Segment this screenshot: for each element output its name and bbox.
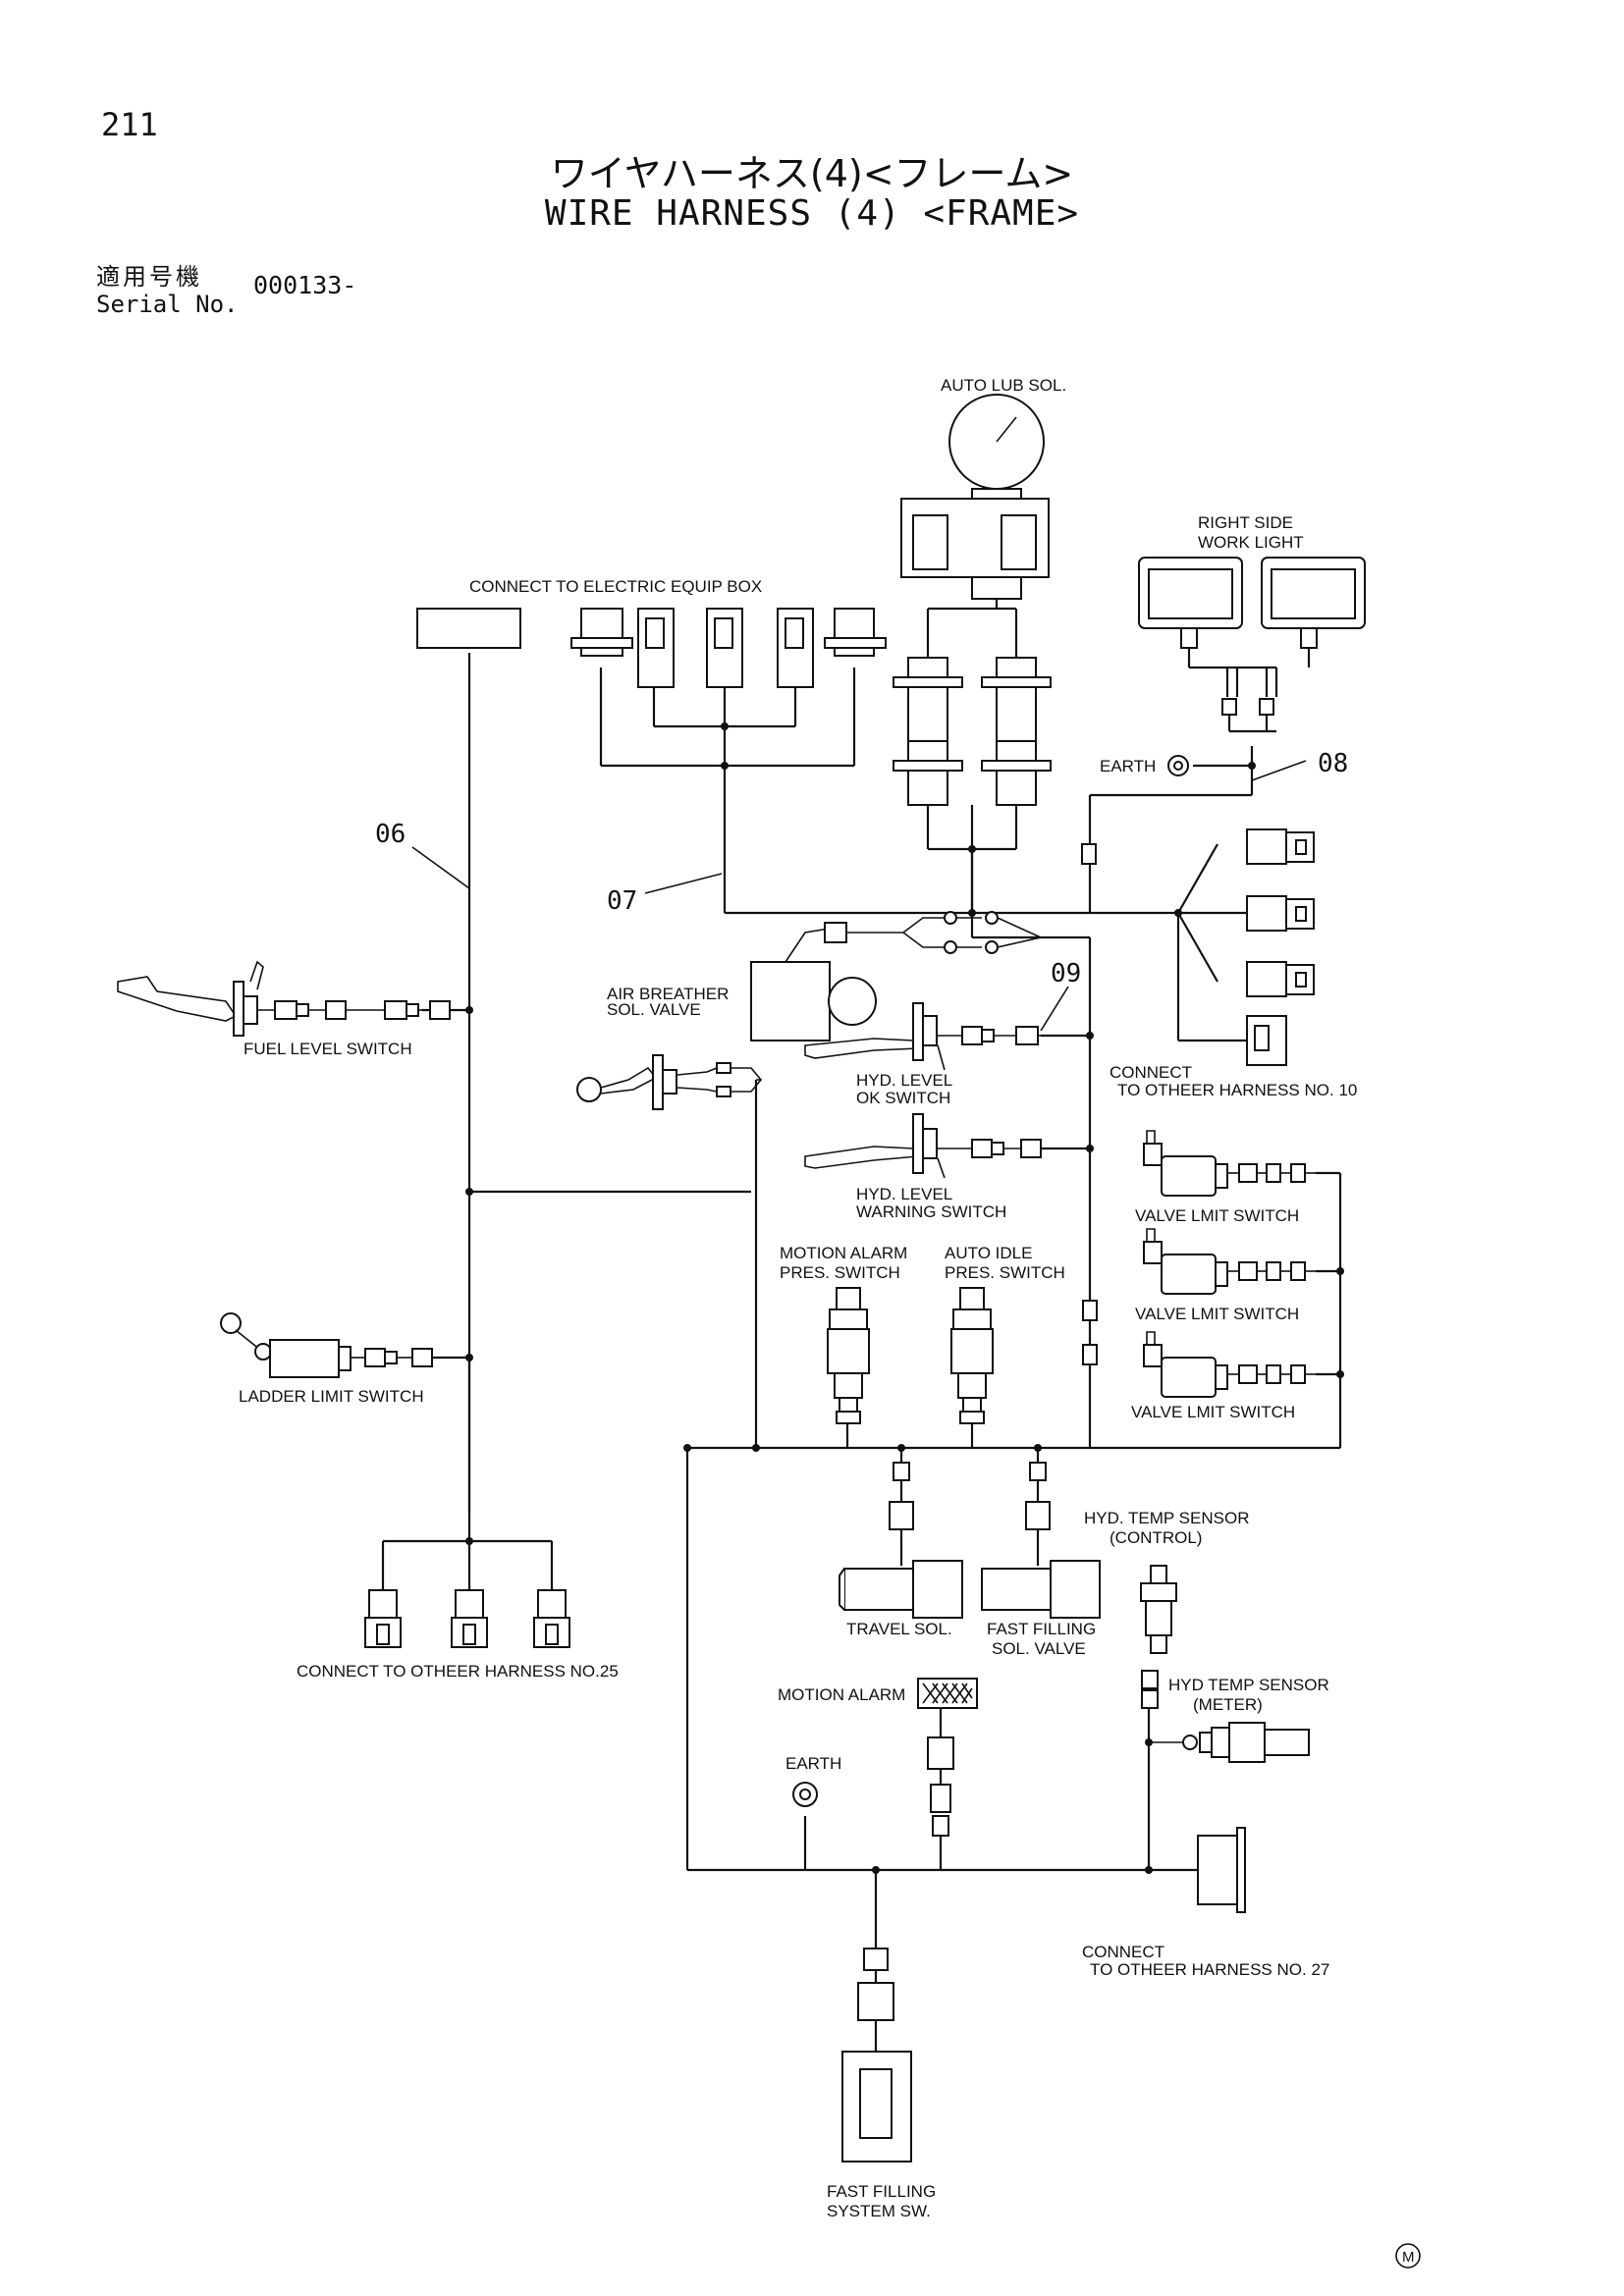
hyd-level-warning-switch: [804, 1113, 1042, 1179]
fast-filling-system-switch: [841, 1948, 912, 2163]
harness-27-connector: [1197, 1827, 1246, 1913]
callout-08: 08: [1318, 749, 1348, 778]
label-work-light-1: RIGHT SIDE: [1198, 513, 1293, 532]
label-hyd-level-warning-1: HYD. LEVEL: [856, 1185, 952, 1203]
label-auto-lub-sol: AUTO LUB SOL.: [941, 376, 1066, 395]
label-hyd-temp-control-1: HYD. TEMP SENSOR: [1084, 1509, 1249, 1527]
callout-06: 06: [375, 820, 406, 849]
junction-dots: [465, 722, 1344, 1874]
label-fast-filling-sol-2: SOL. VALVE: [992, 1639, 1086, 1658]
label-valve-limit-1: VALVE LMIT SWITCH: [1135, 1206, 1299, 1225]
fuel-level-switch: [117, 960, 469, 1037]
label-harness-27-1: CONNECT: [1082, 1943, 1164, 1961]
serial-number-value: 000133-: [253, 271, 357, 299]
label-fuel-level-switch: FUEL LEVEL SWITCH: [244, 1040, 412, 1058]
label-electric-equip-box: CONNECT TO ELECTRIC EQUIP BOX: [469, 577, 762, 596]
label-air-breather-2: SOL. VALVE: [607, 1000, 701, 1019]
label-valve-limit-3: VALVE LMIT SWITCH: [1131, 1403, 1295, 1421]
label-fast-filling-system-2: SYSTEM SW.: [827, 2202, 931, 2220]
label-fast-filling-system-1: FAST FILLING: [827, 2182, 936, 2201]
harness-10-connectors: [1246, 828, 1315, 1066]
label-harness-10-2: TO OTHEER HARNESS NO. 10: [1117, 1081, 1357, 1099]
right-side-work-light: [1138, 557, 1366, 731]
connector-08: [1081, 843, 1097, 865]
serial-label-japanese: 適用号機: [96, 263, 202, 291]
label-auto-idle-pres-2: PRES. SWITCH: [945, 1263, 1065, 1282]
label-earth-bottom: EARTH: [785, 1754, 841, 1773]
hyd-temp-sensor-control: [1140, 1565, 1177, 1709]
pressure-switches: [827, 1287, 1098, 1424]
label-hyd-temp-meter-2: (METER): [1193, 1695, 1263, 1714]
earth-bottom-icon: [792, 1782, 818, 1807]
harness-wires: [381, 653, 1342, 1949]
motion-alarm: [917, 1678, 978, 1837]
label-valve-limit-2: VALVE LMIT SWITCH: [1135, 1305, 1299, 1323]
label-work-light-2: WORK LIGHT: [1198, 533, 1304, 552]
label-harness-27-2: TO OTHEER HARNESS NO. 27: [1090, 1960, 1329, 1979]
label-air-breather-1: AIR BREATHER: [607, 985, 729, 1003]
label-motion-alarm-pres-2: PRES. SWITCH: [780, 1263, 900, 1282]
equip-box-connector: [416, 608, 521, 649]
label-hyd-level-ok-1: HYD. LEVEL: [856, 1071, 952, 1090]
label-travel-sol: TRAVEL SOL.: [846, 1620, 952, 1638]
ladder-limit-switch: [220, 1312, 469, 1378]
harness-25-connectors: [364, 1589, 570, 1648]
label-hyd-temp-meter-1: HYD TEMP SENSOR: [1168, 1676, 1329, 1694]
label-motion-alarm: MOTION ALARM: [778, 1685, 905, 1704]
label-ladder-limit-switch: LADDER LIMIT SWITCH: [239, 1387, 424, 1406]
valve-limit-switches: [1143, 1130, 1316, 1398]
label-motion-alarm-pres-1: MOTION ALARM: [780, 1244, 907, 1262]
air-breather-sol-valve: [750, 911, 1044, 1041]
serial-label-english: Serial No.: [96, 291, 239, 318]
mark-letter: M: [1402, 2249, 1415, 2266]
page-number: 211: [101, 106, 158, 143]
hyd-temp-sensor-meter: [1149, 1722, 1310, 1763]
label-auto-idle-pres-1: AUTO IDLE: [945, 1244, 1032, 1262]
label-hyd-level-warning-2: WARNING SWITCH: [856, 1202, 1006, 1221]
label-fast-filling-sol-1: FAST FILLING: [987, 1620, 1096, 1638]
title-english: WIRE HARNESS (4) <FRAME>: [544, 193, 1080, 234]
earth-top-icon: [1167, 755, 1189, 776]
level-sensor-float: [576, 1054, 763, 1110]
label-harness-25: CONNECT TO OTHEER HARNESS NO.25: [297, 1662, 619, 1681]
label-hyd-level-ok-2: OK SWITCH: [856, 1089, 950, 1107]
auto-lub-sol: [893, 394, 1052, 806]
label-hyd-temp-control-2: (CONTROL): [1110, 1528, 1202, 1547]
circled-m-mark: M: [1395, 2243, 1421, 2269]
callout-09: 09: [1051, 959, 1081, 988]
callout-07: 07: [607, 886, 637, 916]
label-earth-top: EARTH: [1100, 757, 1156, 775]
callout-leaders: [411, 760, 1307, 1032]
title-japanese: ワイヤハーネス(4)<フレーム>: [550, 152, 1074, 195]
hyd-level-ok-switch: [804, 1002, 1041, 1071]
equip-box-connectors: [570, 608, 887, 688]
solenoid-valves: [839, 1462, 1101, 1619]
label-harness-10-1: CONNECT: [1110, 1063, 1192, 1082]
